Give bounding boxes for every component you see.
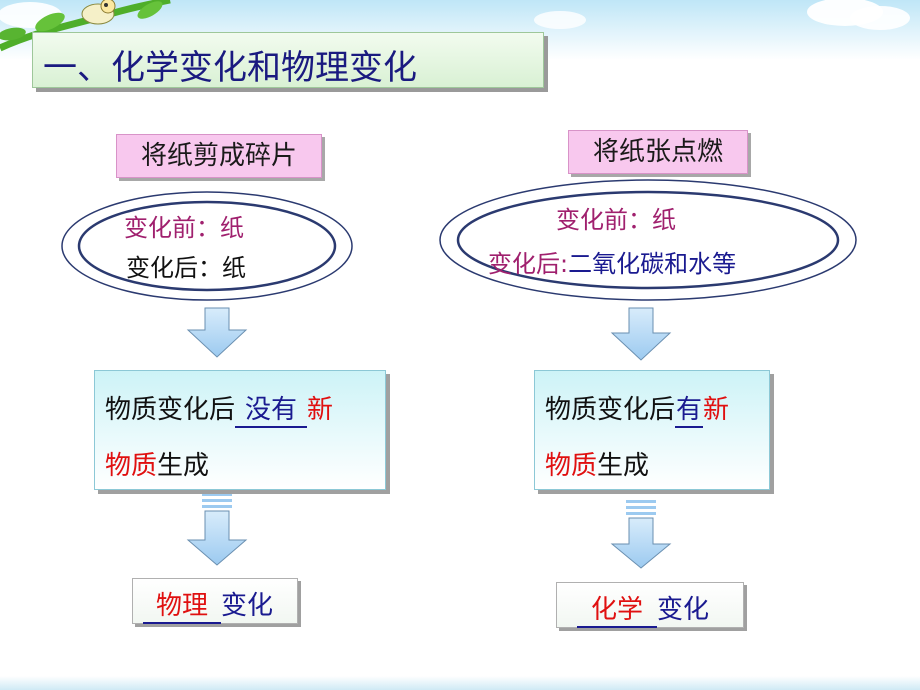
down-arrow-icon <box>610 307 672 361</box>
right-after-value: 二氧化碳和水等 <box>568 250 737 278</box>
right-result-new: 新 <box>703 395 730 425</box>
left-before-line: 变化前：纸 <box>124 208 244 243</box>
right-conclusion-box: 化学变化 <box>556 582 744 628</box>
left-after-value: 纸 <box>222 254 246 282</box>
down-arrow-icon <box>186 307 248 358</box>
right-conclusion-blank: 化学 <box>577 589 657 628</box>
left-result-line2: 物质生成 <box>105 445 209 482</box>
title-banner: 一、化学变化和物理变化 <box>32 32 544 88</box>
page-title: 一、化学变化和物理变化 <box>43 48 417 88</box>
left-result-substance: 物质 <box>105 451 158 481</box>
left-result-new: 新 <box>307 395 334 425</box>
down-arrow-icon <box>186 493 248 566</box>
left-conclusion-blank: 物理 <box>143 585 221 624</box>
left-result-rest: 生成 <box>157 451 210 481</box>
right-conclusion: 化学变化 <box>577 589 709 628</box>
left-before-value: 纸 <box>220 214 244 242</box>
right-result-blank: 有 <box>675 389 704 428</box>
right-result-rest: 生成 <box>597 451 650 481</box>
down-arrow-icon <box>610 500 672 569</box>
right-result-line1: 物质变化后有新 <box>545 389 729 428</box>
left-result-prefix: 物质变化后 <box>105 395 236 425</box>
right-action-label: 将纸张点燃 <box>568 130 748 174</box>
left-result-box: 物质变化后没有新 物质生成 <box>94 370 386 490</box>
right-before-line: 变化前：纸 <box>556 200 676 235</box>
left-conclusion-suffix: 变化 <box>221 591 274 621</box>
right-after-line: 变化后:二氧化碳和水等 <box>488 244 736 279</box>
right-conclusion-suffix: 变化 <box>657 595 710 625</box>
right-before-value: 纸 <box>652 206 676 234</box>
left-result-blank: 没有 <box>235 389 308 428</box>
before-after-ellipse-right <box>439 179 857 301</box>
left-conclusion: 物理变化 <box>143 585 273 624</box>
left-result-line1: 物质变化后没有新 <box>105 389 333 428</box>
before-after-ellipse-left <box>61 191 353 301</box>
left-after-line: 变化后：纸 <box>126 248 246 283</box>
right-result-line2: 物质生成 <box>545 445 649 482</box>
left-after-label: 变化后： <box>126 254 222 282</box>
right-result-substance: 物质 <box>545 451 598 481</box>
snail-icon <box>81 0 116 25</box>
left-conclusion-box: 物理变化 <box>132 578 298 624</box>
left-before-label: 变化前： <box>124 214 220 242</box>
cloud-icon <box>0 0 910 30</box>
right-result-box: 物质变化后有新 物质生成 <box>534 370 770 490</box>
left-action-label: 将纸剪成碎片 <box>116 134 322 178</box>
right-result-prefix: 物质变化后 <box>545 395 676 425</box>
right-before-label: 变化前： <box>556 206 652 234</box>
right-after-label: 变化后: <box>488 250 569 278</box>
